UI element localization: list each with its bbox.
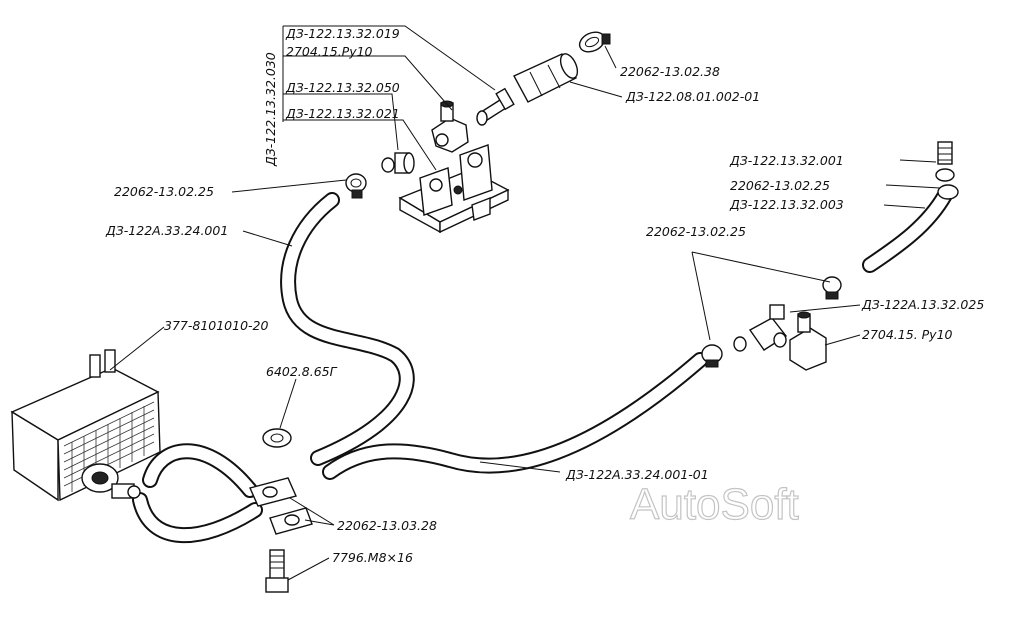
bolt	[265, 549, 289, 593]
label-clamp-left: 22062-13.02.25	[114, 184, 214, 199]
washer	[262, 428, 292, 448]
leader-lines	[109, 25, 941, 581]
hose-left	[280, 192, 415, 466]
watermark: AutoSoft	[630, 480, 799, 529]
label-right-ref-3: ДЗ-122.13.32.003	[729, 197, 844, 212]
nipple-top	[476, 87, 515, 126]
label-top-ref-1: ДЗ-122.13.32.019	[285, 26, 400, 41]
clamp-mid-right	[822, 276, 842, 300]
label-tee: ДЗ-122А.13.32.025	[861, 297, 984, 312]
label-top-ref-3: ДЗ-122.13.32.021	[285, 106, 400, 121]
label-vertical-ref: ДЗ-122.13.32.030	[263, 52, 278, 167]
tee-fitting	[733, 304, 788, 352]
label-clamp-top-right: 22062-13.02.38	[620, 64, 720, 79]
valve-right	[789, 311, 827, 371]
label-top-ref-2: ДЗ-122.13.32.050	[285, 80, 400, 95]
label-bracket-clamp: 22062-13.03.28	[337, 518, 437, 533]
clamp-left	[345, 173, 367, 199]
label-mid-clamp: 22062-13.02.25	[646, 224, 746, 239]
label-right-clamp: 22062-13.02.25	[730, 178, 830, 193]
label-hose-left: ДЗ-122А.33.24.001	[105, 223, 228, 238]
fitting-small	[381, 152, 415, 174]
bracket-manifold	[398, 144, 510, 234]
hose-long	[322, 352, 708, 480]
label-washer: 6402.8.65Г	[266, 364, 338, 379]
sleeve	[513, 53, 579, 103]
label-sleeve: ДЗ-122.08.01.002-01	[625, 89, 760, 104]
clamp-mid	[701, 344, 723, 368]
clamp-top-right	[578, 31, 611, 53]
hose-heater-outlet	[132, 443, 263, 544]
bracket-clamp	[249, 477, 313, 535]
label-hose-long: ДЗ-122А.33.24.001-01	[565, 467, 709, 482]
valve-top	[431, 100, 469, 153]
heater-radiator	[10, 349, 161, 502]
label-right-valve: 2704.15. Ру10	[862, 327, 953, 342]
label-right-ref-1: ДЗ-122.13.32.001	[729, 153, 844, 168]
fitting-right-top	[935, 141, 959, 200]
label-bolt: 7796.М8×16	[332, 550, 413, 565]
label-heater: 377-8101010-20	[164, 318, 269, 333]
label-top-valve: 2704.15.Ру10	[286, 44, 373, 59]
hose-right	[862, 187, 953, 273]
